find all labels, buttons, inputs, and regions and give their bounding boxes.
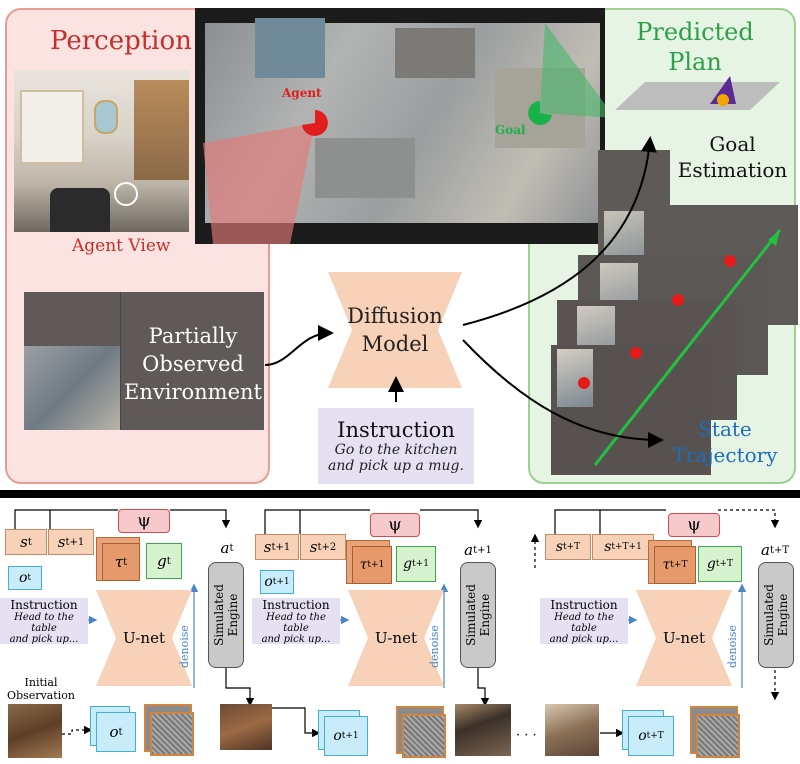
partial-env-box: Partially Observed Environment — [24, 292, 264, 430]
instruction-box-2: Instruction Head to the table and pick u… — [252, 597, 340, 645]
instruction-title-2: Instruction — [262, 597, 330, 612]
goal-marker-label: Goal — [495, 123, 526, 137]
perception-title: Perception — [50, 26, 192, 56]
goal-estimation-line1: Goal — [709, 132, 756, 156]
state-trajectory-line1: State — [698, 417, 752, 441]
top-arrows — [264, 136, 664, 448]
top-instruction-line1: Go to the kitchen — [334, 442, 458, 458]
noise-box-2 — [402, 714, 446, 758]
trajectory-overlay — [578, 229, 782, 466]
section-divider — [0, 490, 800, 498]
agent-view-label: Agent View — [72, 236, 171, 256]
agent-marker — [302, 110, 328, 136]
partial-env-line1: Partially — [148, 324, 238, 348]
agent-marker-label: Agent — [282, 86, 322, 100]
goal-estimation-line2: Estimation — [677, 158, 788, 182]
state-trajectory-line2: Trajectory — [672, 443, 778, 467]
instruction-line2-2: and pick up... — [261, 633, 331, 645]
instruction-line1-1: Head to the table — [14, 611, 74, 634]
unet-label-3: U-net — [662, 629, 705, 647]
psi-box-1: ψ — [118, 509, 170, 533]
instruction-line2-3: and pick up... — [549, 633, 619, 645]
instruction-title-3: Instruction — [550, 597, 618, 612]
predicted-plan-line2: Plan — [668, 48, 722, 76]
trajectory-frame-1 — [551, 345, 711, 475]
instruction-title-1: Instruction — [10, 597, 78, 612]
unet-shape-3 — [636, 590, 732, 686]
top-instruction-line2: and pick up a mug. — [328, 458, 464, 474]
instruction-box-1: Instruction Head to the table and pick u… — [0, 597, 88, 645]
trajectory-frame-5 — [598, 150, 670, 205]
denoise-label-1: denoise — [178, 625, 191, 668]
unet-label-2: U-net — [374, 629, 417, 647]
top-instruction-title: Instruction — [337, 418, 455, 442]
obs-image-4 — [545, 704, 599, 756]
agent-view-image — [14, 70, 189, 232]
top-instruction-box: Instruction Go to the kitchen and pick u… — [318, 408, 474, 484]
instruction-line1-3: Head to the table — [554, 611, 614, 634]
psi-box-3: ψ — [668, 513, 720, 537]
unet-shape-1 — [96, 590, 192, 686]
bottom-arrows — [14, 509, 780, 738]
initial-observation-image — [8, 704, 62, 758]
map-overlay — [203, 23, 605, 244]
denoise-label-2: denoise — [428, 625, 441, 668]
goal-heatmap-plane — [615, 76, 780, 110]
denoise-label-3: denoise — [726, 625, 739, 668]
unet-shape-2 — [348, 590, 444, 686]
obs-image-3 — [455, 704, 511, 756]
goal-marker — [528, 101, 552, 125]
noise-box-1 — [150, 712, 194, 756]
predicted-plan-line1: Predicted — [636, 18, 754, 46]
diffusion-model-line1: Diffusion — [347, 304, 443, 328]
diffusion-model-line2: Model — [361, 332, 429, 356]
unet-label-1: U-net — [122, 629, 165, 647]
instruction-box-3: Instruction Head to the table and pick u… — [540, 597, 628, 645]
instruction-line2-1: and pick up... — [9, 633, 79, 645]
ellipsis: · · · — [516, 728, 537, 743]
psi-box-2: ψ — [370, 513, 420, 537]
obs-image-2 — [220, 704, 272, 750]
diffusion-model-shape — [328, 272, 462, 388]
partial-env-line3: Environment — [124, 380, 262, 404]
noise-box-3 — [696, 714, 740, 758]
instruction-line1-2: Head to the table — [266, 611, 326, 634]
partial-env-line2: Observed — [142, 352, 244, 376]
floorplan-map: Agent Goal — [195, 8, 605, 244]
